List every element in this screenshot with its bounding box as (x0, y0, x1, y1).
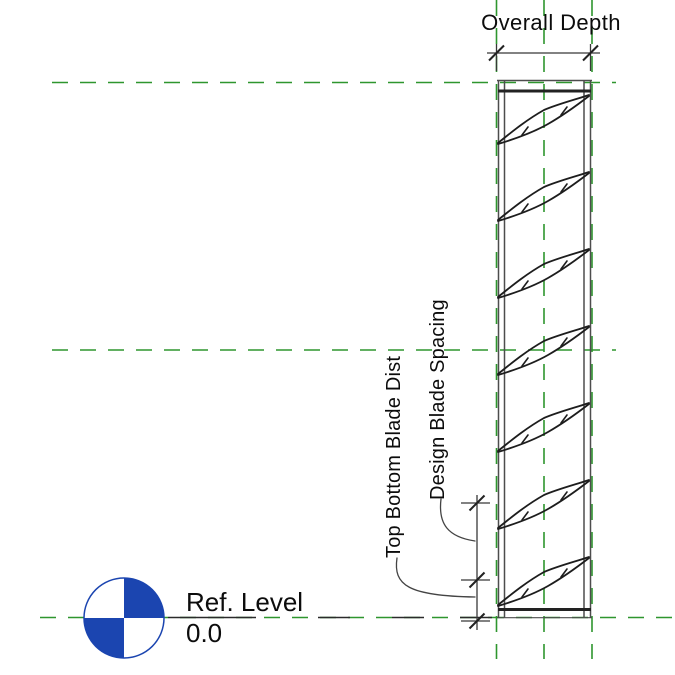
level-elevation-value[interactable]: 0.0 (186, 618, 223, 648)
level-name-label[interactable]: Ref. Level (186, 587, 304, 617)
overall-depth-dimension-label[interactable]: Overall Depth (481, 10, 621, 35)
top-bottom-blade-dist-label[interactable]: Top Bottom Blade Dist (383, 355, 405, 558)
label-leaders (395, 498, 476, 598)
louver-blades[interactable] (497, 94, 590, 607)
blade-spacing-dimension[interactable] (461, 494, 490, 630)
design-blade-spacing-label[interactable]: Design Blade Spacing (427, 299, 449, 500)
level-head-icon[interactable] (83, 577, 165, 659)
overall-depth-dimension[interactable] (487, 44, 600, 71)
reference-planes[interactable] (40, 0, 672, 659)
